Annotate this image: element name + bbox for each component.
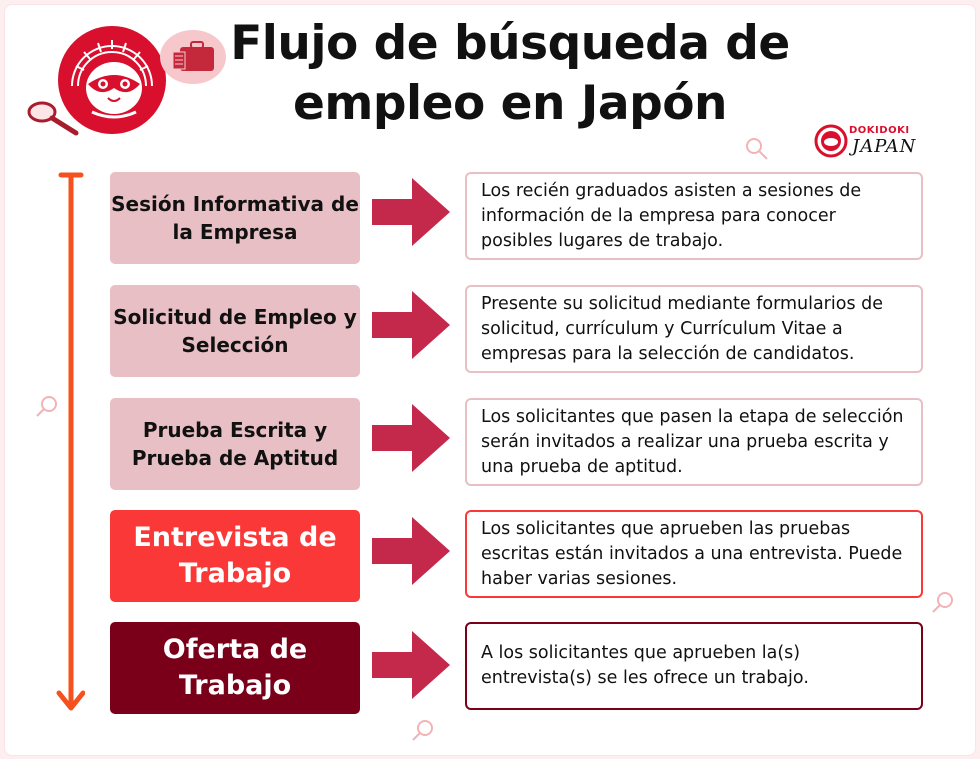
right-arrow-icon (372, 404, 450, 472)
step-5-description-text: A los solicitantes que aprueben la(s) en… (481, 643, 809, 688)
step-3-description: Los solicitantes que pasen la etapa de s… (465, 398, 923, 486)
timeline-arrow-icon (56, 172, 85, 711)
step-3-label: Prueba Escrita y Prueba de Aptitud (131, 418, 339, 470)
step-2-description: Presente su solicitud mediante formulari… (465, 285, 923, 373)
magnifier-decor-icon (746, 138, 768, 160)
logo-emblem-icon (814, 124, 848, 158)
step-1-label: Sesión Informativa de la Empresa (111, 192, 359, 244)
step-5-label: Oferta de Trabajo (162, 634, 308, 701)
step-1-description-text: Los recién graduados asisten a sesiones … (481, 180, 862, 251)
step-2-box: Solicitud de Empleo y Selección (110, 285, 360, 377)
step-1-description: Los recién graduados asisten a sesiones … (465, 172, 923, 260)
title-line-1: Flujo de búsqueda de (230, 16, 790, 71)
title-line-2: empleo en Japón (293, 76, 727, 131)
tanuki-mascot-icon (58, 26, 166, 134)
logo-text-bottom: JAPAN (852, 136, 917, 157)
step-3-description-text: Los solicitantes que pasen la etapa de s… (481, 406, 904, 477)
step-4-box: Entrevista de Trabajo (110, 510, 360, 602)
step-4-description: Los solicitantes que aprueben las prueba… (465, 510, 923, 598)
speech-bubble (160, 30, 226, 84)
step-2-label: Solicitud de Empleo y Selección (113, 305, 357, 357)
magnifier-decor-icon (932, 592, 953, 613)
step-5-box: Oferta de Trabajo (110, 622, 360, 714)
right-arrow-icon (372, 178, 450, 246)
step-1-box: Sesión Informativa de la Empresa (110, 172, 360, 264)
logo-text-top: DOKIDOKI (849, 125, 910, 136)
step-5-description: A los solicitantes que aprueben la(s) en… (465, 622, 923, 710)
right-arrow-icon (372, 631, 450, 699)
step-3-box: Prueba Escrita y Prueba de Aptitud (110, 398, 360, 490)
step-4-description-text: Los solicitantes que aprueben las prueba… (481, 518, 903, 589)
right-arrow-icon (372, 291, 450, 359)
magnifier-decor-icon (36, 396, 57, 417)
right-arrow-icon (372, 517, 450, 585)
magnifying-glass-icon (27, 101, 79, 136)
magnifier-decor-icon (412, 720, 433, 741)
step-2-description-text: Presente su solicitud mediante formulari… (481, 293, 884, 364)
page-title: Flujo de búsqueda de empleo en Japón (200, 14, 820, 134)
dokidoki-japan-logo: DOKIDOKI JAPAN (814, 124, 924, 160)
step-4-label: Entrevista de Trabajo (133, 522, 337, 589)
